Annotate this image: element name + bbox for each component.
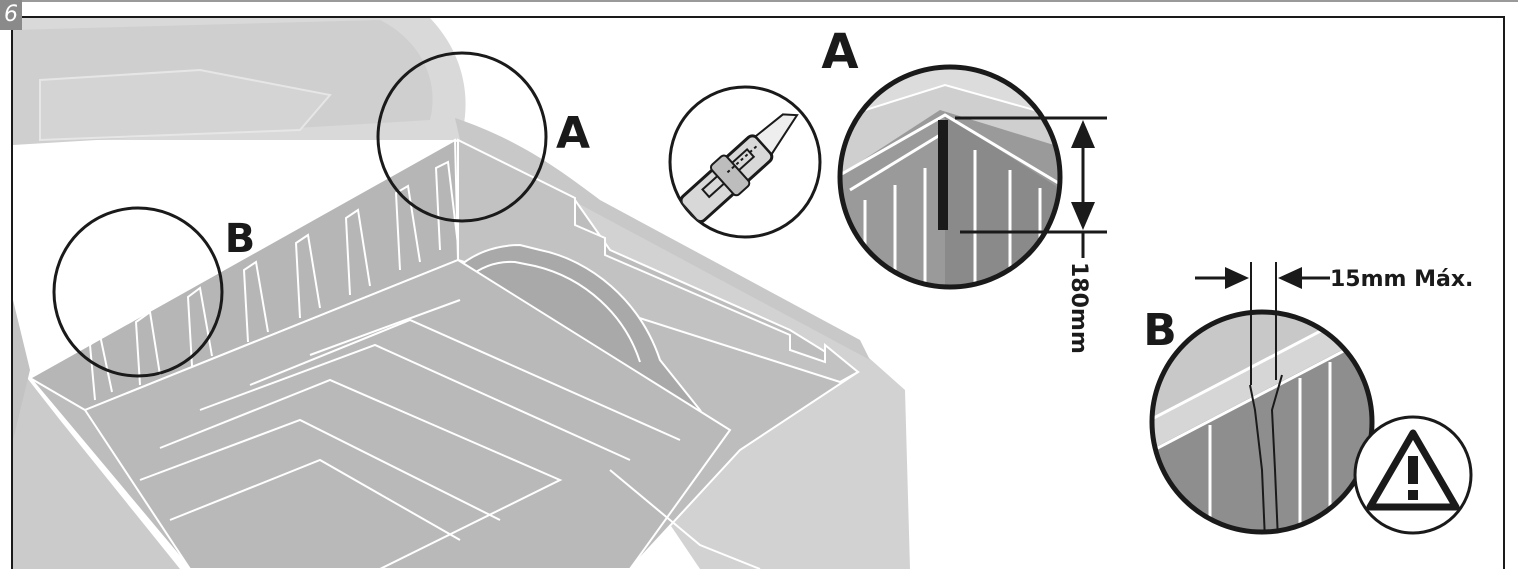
panel-frame	[11, 0, 1518, 573]
warning-icon	[1353, 415, 1473, 535]
cut-line-mark	[938, 120, 948, 230]
detail-a-cut-height	[837, 64, 1063, 290]
dimension-180mm	[955, 116, 1107, 258]
label-a-main: A	[556, 108, 590, 159]
utility-knife-icon	[668, 85, 822, 239]
detail-b-gap	[1149, 309, 1375, 535]
label-a-detail: A	[821, 24, 858, 80]
callout-circle-a	[376, 51, 548, 223]
step-number-badge: 6	[0, 0, 22, 30]
dimension-15mm-label: 15mm Máx.	[1330, 267, 1473, 292]
dimension-15mm	[1195, 262, 1330, 385]
label-b-main: B	[225, 216, 256, 262]
callout-circle-b	[52, 206, 224, 378]
pickup-bed-illustration	[13, 18, 910, 570]
label-b-detail: B	[1143, 305, 1177, 356]
dimension-180mm-label: 180mm	[1066, 262, 1091, 354]
